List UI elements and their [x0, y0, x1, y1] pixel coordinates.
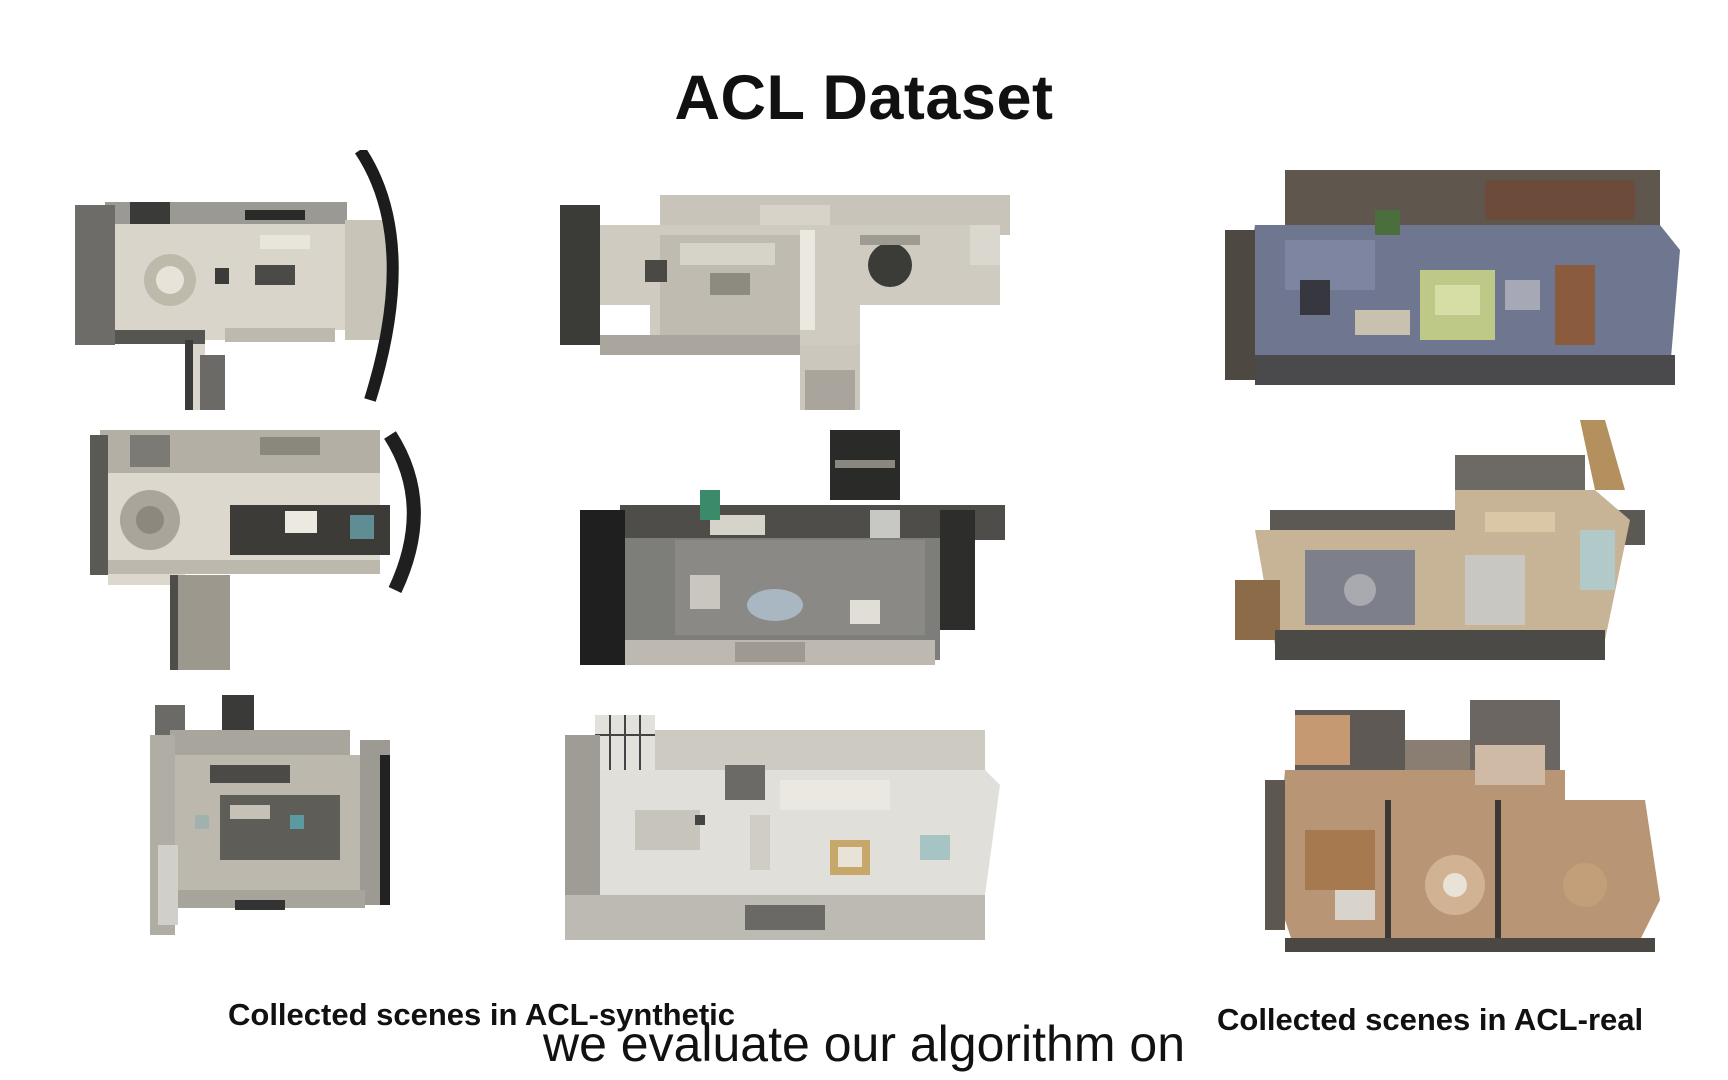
video-subtitle: we evaluate our algorithm on	[542, 1016, 1186, 1072]
caption-real: Collected scenes in ACL-real	[1217, 1002, 1644, 1037]
synthetic-scene-6	[565, 715, 1010, 945]
real-scene-1	[1225, 170, 1685, 410]
real-scene-2	[1235, 420, 1645, 665]
slide-title: ACL Dataset	[674, 63, 1054, 133]
synthetic-scene-1	[75, 150, 415, 410]
synthetic-scene-2	[560, 195, 1020, 415]
synthetic-scene-3	[90, 425, 440, 675]
real-scene-3	[1265, 700, 1665, 955]
synthetic-scene-4	[580, 430, 1005, 675]
synthetic-scene-5	[150, 695, 410, 945]
caption-synthetic: Collected scenes in ACL-synthetic	[228, 997, 736, 1032]
